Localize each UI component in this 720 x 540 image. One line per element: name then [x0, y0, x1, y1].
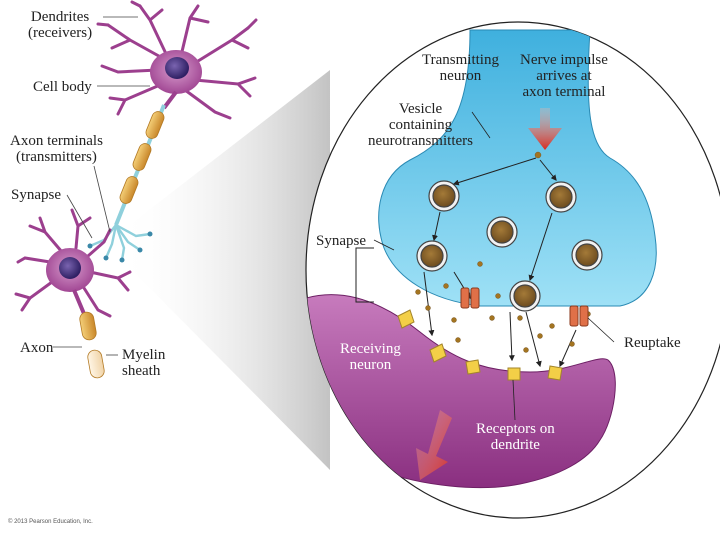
outgoing-impulse-arrow: [416, 410, 452, 480]
label-vesicle: Vesicle containing neurotransmitters: [368, 101, 473, 149]
label-synapse-left: Synapse: [11, 187, 61, 203]
label-transmitting-line1: Transmitting: [422, 52, 499, 68]
vesicles: [416, 180, 603, 312]
lower-neuron: [14, 208, 132, 379]
label-reuptake: Reuptake: [624, 335, 681, 351]
synapse-zoom: [305, 21, 720, 519]
label-nerve-impulse: Nerve impulse arrives at axon terminal: [520, 52, 608, 100]
label-myelin-sheath: Myelin sheath: [122, 347, 165, 379]
label-nerve-impulse-line3: axon terminal: [522, 84, 606, 100]
receptors: [397, 309, 563, 381]
zoom-beam: [118, 70, 330, 470]
upper-neuron: [87, 0, 258, 263]
label-axon-terminals-line2: (transmitters): [16, 149, 97, 165]
reuptake-channels: [460, 287, 589, 327]
label-synapse-right: Synapse: [316, 233, 366, 249]
label-dendrites: Dendrites (receivers): [28, 9, 92, 41]
nerve-impulse-arrow: [528, 108, 562, 150]
label-axon: Axon: [20, 340, 54, 356]
leader-lines-left: [53, 16, 150, 356]
synapse-bracket: [355, 247, 374, 303]
label-vesicle-line3: neurotransmitters: [368, 133, 473, 149]
label-myelin-line2: sheath: [122, 363, 161, 379]
label-receiving-line1: Receiving: [340, 341, 401, 357]
label-nerve-impulse-line2: arrives at: [536, 68, 592, 84]
label-vesicle-line1: Vesicle: [398, 101, 443, 117]
label-myelin-line1: Myelin: [122, 347, 166, 363]
label-receiving-neuron: Receiving neuron: [340, 341, 401, 373]
copyright-notice: © 2013 Pearson Education, Inc.: [8, 519, 93, 525]
label-receptors: Receptors on dendrite: [476, 421, 555, 453]
myelin-segments-lower: [79, 311, 105, 379]
label-dendrites-line1: Dendrites: [30, 9, 90, 25]
label-vesicle-line2: containing: [388, 117, 453, 133]
label-axon-terminals-line1: Axon terminals: [10, 133, 103, 149]
label-receptors-line2: dendrite: [490, 437, 540, 453]
label-receptors-line1: Receptors on: [476, 421, 555, 437]
label-transmitting-line2: neuron: [439, 68, 482, 84]
label-transmitting-neuron: Transmitting neuron: [422, 52, 499, 84]
myelin-segments-upper: [119, 111, 165, 204]
neurotransmitters: [415, 151, 591, 353]
label-dendrites-line2: (receivers): [28, 25, 93, 41]
label-receiving-line2: neuron: [349, 357, 392, 373]
transmitting-terminal: [378, 29, 657, 307]
label-nerve-impulse-line1: Nerve impulse: [520, 52, 608, 68]
label-cell-body: Cell body: [33, 79, 92, 95]
label-axon-terminals: Axon terminals (transmitters): [10, 133, 103, 165]
